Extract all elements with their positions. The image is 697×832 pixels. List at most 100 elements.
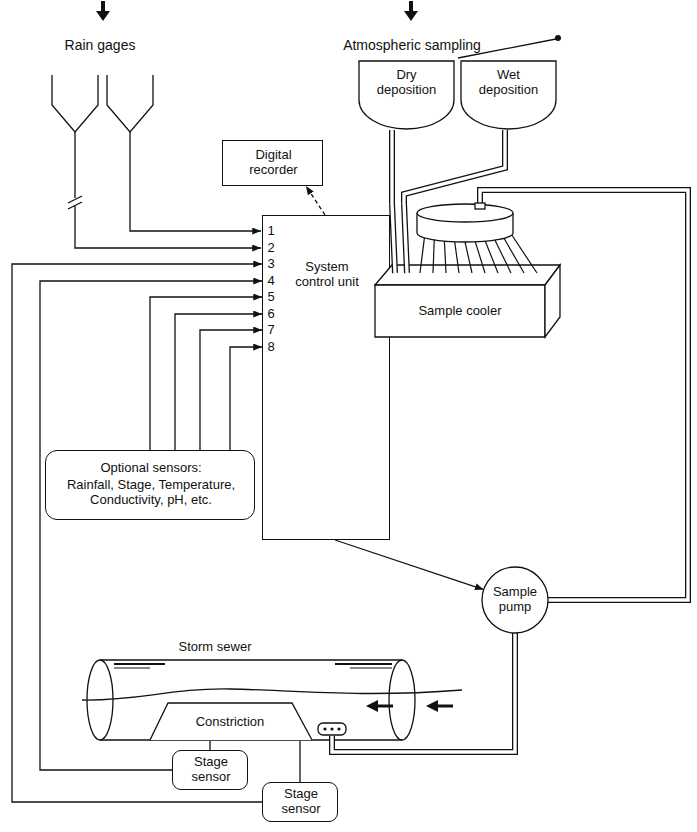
node-text-group: Sample cooler — [375, 304, 545, 319]
wire-line — [150, 297, 262, 450]
cooler-side — [545, 265, 560, 337]
collector-bucket: Wet deposition — [460, 60, 557, 130]
node-text-group: Wet deposition — [460, 68, 557, 98]
cooler-drawing — [375, 203, 560, 337]
node-text-group: Optional sensors: Rainfall, Stage, Temper… — [46, 461, 256, 508]
bucket-outline — [461, 61, 556, 129]
node-text-group: Stage sensor — [263, 787, 339, 817]
node-title: Optional sensors: — [100, 461, 201, 476]
input-arrow — [404, 11, 418, 21]
pipe-shading — [114, 668, 150, 669]
pipe-shading — [114, 663, 165, 665]
sample-tube — [480, 190, 688, 600]
input-arrow — [409, 1, 413, 12]
sample-cooler: Sample cooler — [375, 203, 565, 338]
input-number: 3 — [267, 257, 274, 272]
sensor-wire — [200, 330, 262, 450]
node-text-group: Sample pump — [481, 585, 549, 615]
intake-hole — [337, 727, 340, 730]
stage-sensor-box: Stage sensor — [262, 782, 338, 822]
input-arrow — [101, 1, 105, 12]
recorder-box: Digital recorder — [222, 140, 323, 186]
pipe-wall — [100, 659, 402, 660]
sensor-wire — [175, 314, 262, 450]
tube-outline — [404, 203, 407, 273]
sensor-wire — [40, 281, 262, 770]
tube-bore — [404, 203, 407, 273]
control-unit-box: System control unit — [262, 215, 390, 540]
data-link — [306, 186, 325, 215]
sensor-leader — [209, 741, 210, 750]
wire-line — [200, 330, 262, 450]
flow-arrow — [366, 700, 378, 712]
carousel-top — [417, 204, 513, 222]
carousel-inlet — [475, 203, 485, 209]
heading-label: Atmospheric sampling — [343, 37, 481, 53]
part-label: Constriction — [196, 715, 265, 730]
sample-bottle-tube — [511, 233, 538, 273]
intake-hole — [330, 727, 333, 730]
sensor-wire — [150, 297, 262, 450]
stage-sensor-box: Stage sensor — [172, 750, 248, 790]
tube-bore — [392, 203, 395, 273]
input-number: 2 — [267, 241, 274, 256]
node-title: Sample cooler — [418, 304, 501, 319]
input-number: 6 — [267, 307, 274, 322]
input-number: 4 — [267, 274, 274, 289]
dashed-line — [306, 186, 325, 215]
sample-bottle-tube — [420, 233, 425, 273]
input-number: 8 — [267, 340, 274, 355]
tube-outline — [389, 130, 395, 203]
tube-outline — [392, 203, 395, 273]
node-title: Digital recorder — [243, 148, 305, 178]
tube-bore — [480, 190, 688, 600]
node-title: Stage sensor — [184, 755, 238, 785]
node-title: System control unit — [294, 260, 360, 290]
wire-break — [68, 196, 82, 203]
rain-gage-funnel — [52, 75, 98, 132]
cooler-front — [375, 285, 545, 337]
intake-hole — [323, 727, 326, 730]
sample-tube — [392, 130, 393, 203]
collector-bucket: Dry deposition — [358, 60, 455, 130]
bucket-outline — [359, 61, 454, 129]
node-title: Stage sensor — [274, 787, 328, 817]
sensor-wire — [230, 347, 262, 450]
node-text-group: System control unit — [263, 260, 391, 290]
lid-pivot — [555, 35, 561, 41]
node-body: Rainfall, Stage, Temperature, Conductivi… — [53, 478, 249, 508]
node-title: Dry deposition — [371, 68, 443, 98]
flow-arrow — [436, 705, 453, 708]
control-signal — [335, 540, 484, 590]
sample-bottle-tube — [501, 233, 524, 273]
water-surface — [82, 689, 462, 700]
heading-label: Rain gages — [65, 37, 136, 53]
sample-intake — [318, 723, 346, 735]
wire-line — [230, 347, 262, 450]
node-outline — [375, 203, 565, 338]
pump-outline — [482, 567, 548, 633]
part-label: Storm sewer — [179, 640, 252, 655]
tube-outline — [480, 190, 688, 600]
input-number: 5 — [267, 290, 274, 305]
pipe-shading — [350, 668, 392, 669]
pipe-shading — [335, 663, 392, 665]
rain-gage-funnel — [107, 75, 153, 132]
flow-arrow — [426, 700, 438, 712]
flow-arrow — [376, 705, 393, 708]
tube-bore — [390, 130, 393, 203]
cooler-top — [375, 265, 560, 285]
constriction-shape — [150, 703, 312, 740]
node-text-group: Digital recorder — [223, 148, 324, 178]
node-text-group: Dry deposition — [358, 68, 455, 98]
input-number: 7 — [267, 323, 274, 338]
pipe-end — [389, 660, 415, 740]
wire-line — [175, 314, 262, 450]
node-title: Wet deposition — [473, 68, 545, 98]
node-text-group: Stage sensor — [173, 755, 249, 785]
intake-tube — [332, 633, 515, 752]
wire-line — [335, 540, 484, 590]
sensor-leader — [299, 741, 300, 782]
